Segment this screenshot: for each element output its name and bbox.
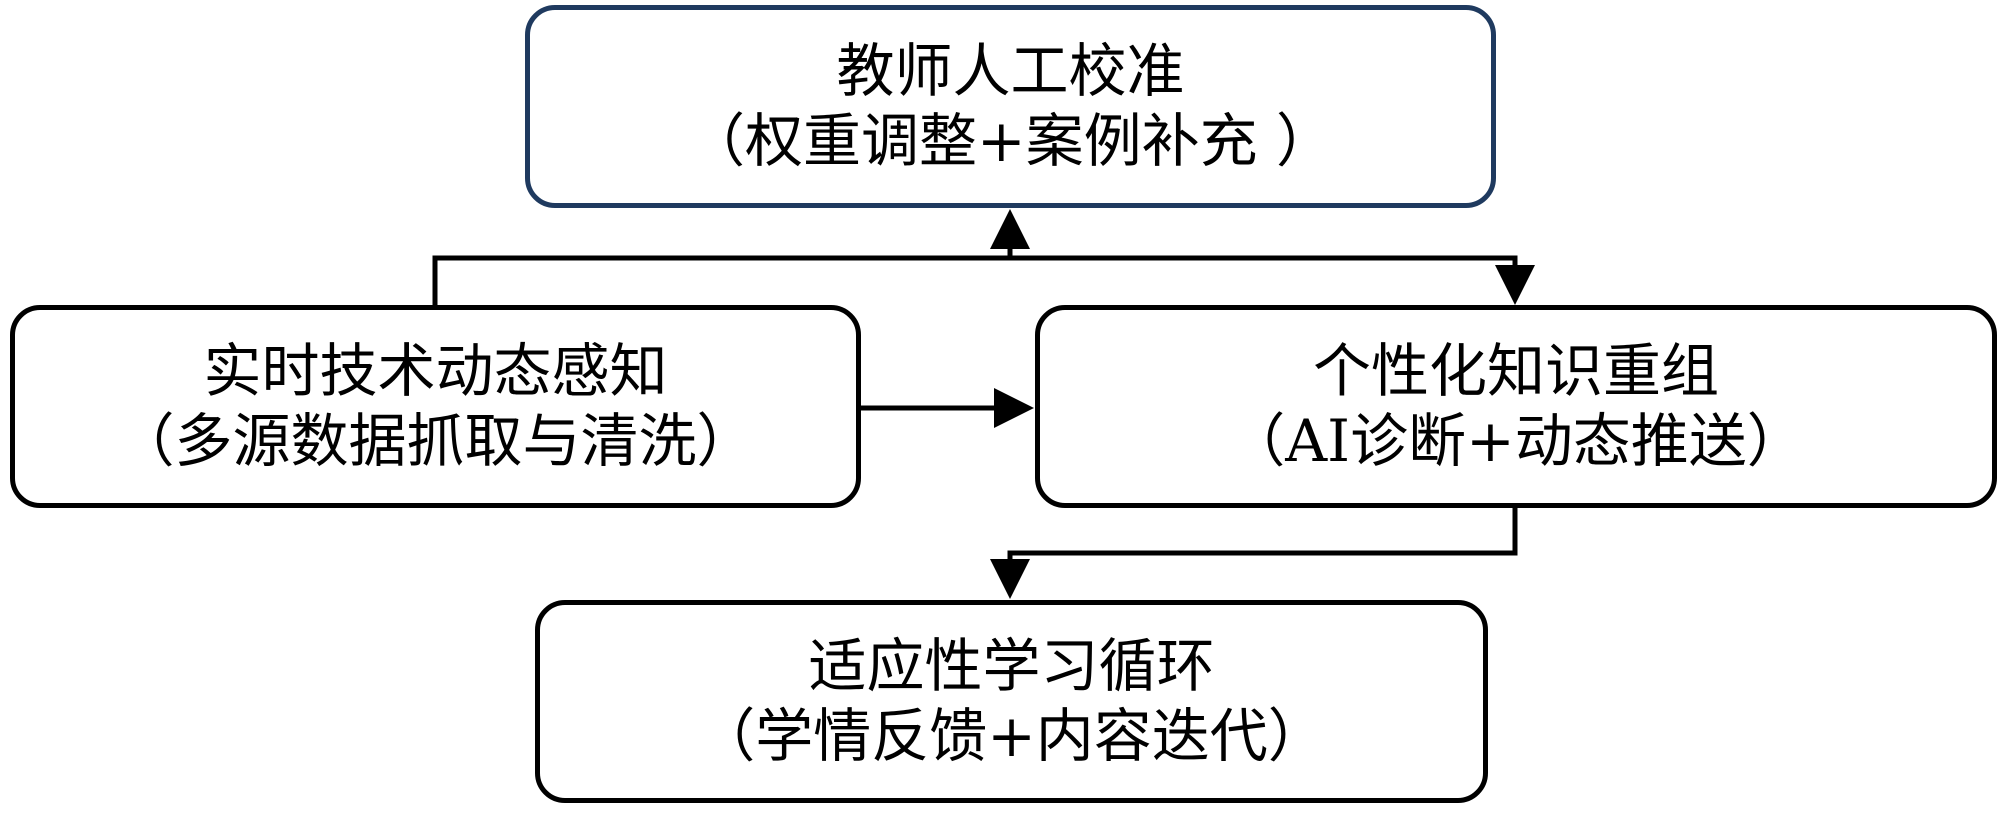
node-teacher-calibration: 教师人工校准 （权重调整+案例补充 ）: [525, 5, 1496, 208]
node-realtime-perception: 实时技术动态感知 （多源数据抓取与清洗）: [10, 305, 861, 508]
node-teacher-title: 教师人工校准: [836, 36, 1185, 105]
node-adaptive-subtitle: （学情反馈+内容迭代）: [697, 701, 1326, 770]
node-teacher-subtitle: （权重调整+案例补充 ）: [686, 106, 1335, 175]
node-perception-subtitle: （多源数据抓取与清洗）: [116, 406, 755, 475]
connector-bus-top: [432, 255, 1535, 305]
node-reorg-subtitle: （AI诊断+动态推送）: [1227, 406, 1805, 475]
node-adaptive-loop: 适应性学习循环 （学情反馈+内容迭代）: [535, 600, 1488, 803]
node-perception-title: 实时技术动态感知: [203, 336, 668, 405]
node-reorg-title: 个性化知识重组: [1312, 336, 1719, 405]
connector-reorg-to-adaptive: [990, 508, 1518, 599]
node-adaptive-title: 适应性学习循环: [808, 631, 1215, 700]
node-knowledge-reorg: 个性化知识重组 （AI诊断+动态推送）: [1035, 305, 1997, 508]
